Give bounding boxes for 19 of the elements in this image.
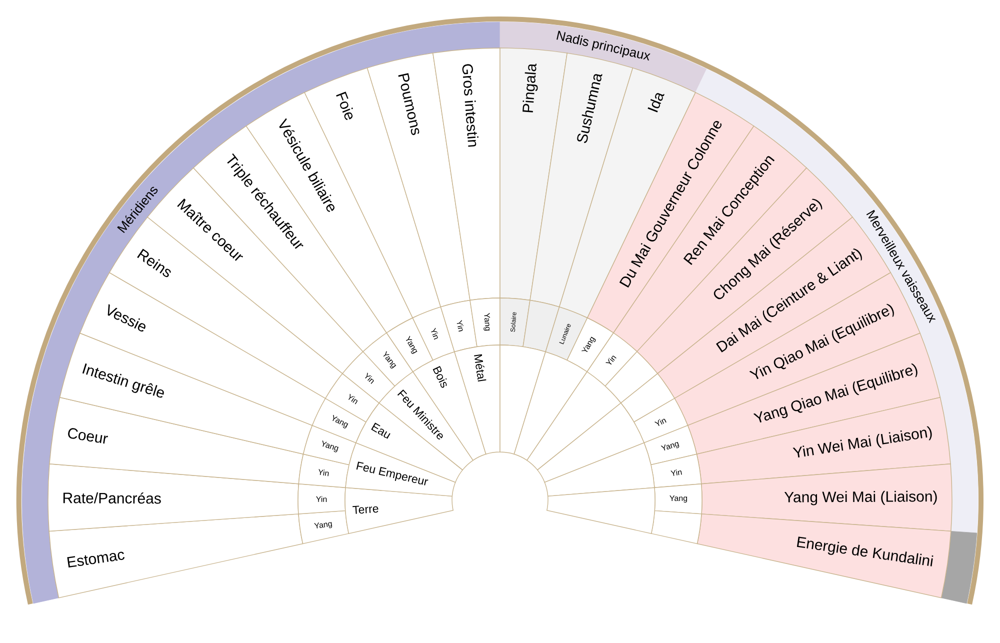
middle-segment: Yin [650, 454, 702, 488]
outer-segment: Pingala [500, 48, 568, 301]
inner-segment [500, 344, 546, 454]
middle-segment [650, 510, 702, 544]
outer-segment: Estomac [48, 514, 304, 598]
middle-segment [604, 351, 658, 404]
outer-segment: Energie de Kundalini [696, 514, 952, 598]
middle-segment: Yang [644, 425, 698, 466]
middle-segment: Yang [470, 298, 500, 348]
middle-segment [522, 300, 560, 352]
outer-segment: Coeur [49, 397, 304, 484]
middle-segment: Yin [634, 398, 688, 444]
middle-segment: Yin [298, 454, 350, 488]
middle-segment: Yang [298, 510, 350, 544]
category-band [941, 531, 978, 604]
outer-segment: Rate/Pancréas [48, 464, 300, 532]
middle-segment: Yin [440, 300, 478, 352]
inner-segment [514, 351, 588, 461]
outer-segment: Yang Wei Mai (Liaison) [701, 464, 952, 532]
